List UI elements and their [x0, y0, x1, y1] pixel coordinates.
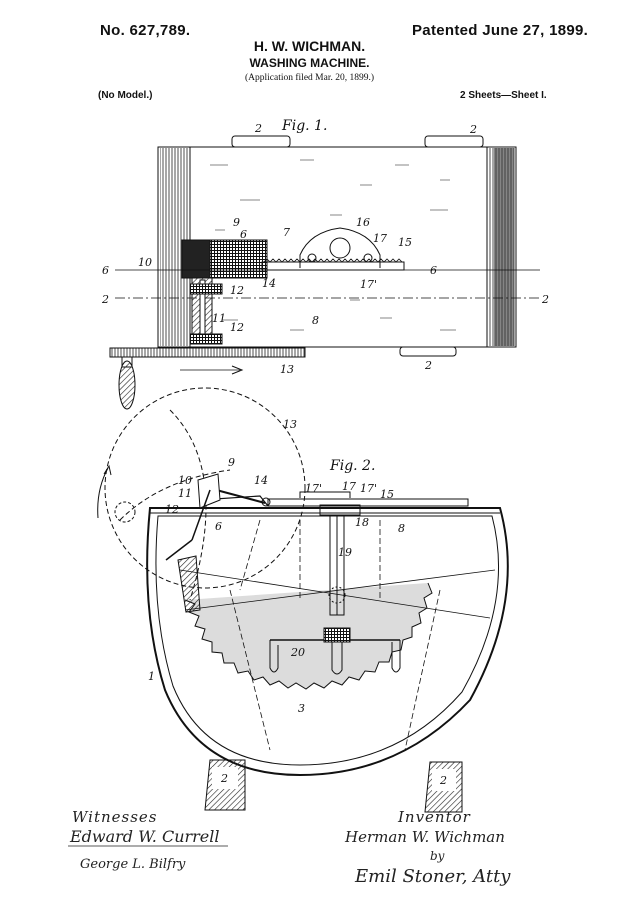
ref-2-bottom: 2	[424, 359, 432, 372]
witness-1-signature: Edward W. Currell	[69, 827, 220, 846]
ref-14-fig2: 14	[254, 474, 268, 487]
figure-2	[97, 387, 509, 813]
ref-7: 7	[283, 226, 290, 239]
witness-2-signature: George L. Bilfry	[80, 857, 186, 872]
drive-gear-13	[109, 347, 306, 358]
ref-12-lower: 12	[230, 321, 244, 334]
ref-15: 15	[398, 236, 412, 249]
ref-19: 19	[338, 546, 352, 559]
ref-14: 14	[262, 277, 276, 290]
witnesses-label: Witnesses	[72, 808, 158, 826]
ref-13: 13	[280, 363, 294, 376]
ref-2-top-right: 2	[469, 123, 477, 136]
ref-12-upper: 12	[230, 284, 244, 297]
figure-1	[109, 135, 540, 410]
sheet-number: 2 Sheets—Sheet I.	[460, 90, 547, 101]
ref-8: 8	[312, 314, 319, 327]
inventor-signature: Herman W. Wichman	[344, 828, 505, 846]
ref-15-fig2: 15	[380, 488, 394, 501]
ref-20: 20	[290, 646, 305, 659]
ref-16: 16	[356, 216, 370, 229]
ref-13-fig2: 13	[283, 418, 297, 431]
ref-17: 17	[373, 232, 387, 245]
ref-11: 11	[212, 312, 226, 325]
ref-9-fig2: 9	[228, 456, 235, 469]
rack-bar-top	[267, 498, 469, 507]
ref-12-fig2: 12	[165, 503, 179, 516]
ref-9: 9	[233, 216, 240, 229]
ref-2-top: 2	[254, 122, 262, 135]
ref-6-left: 6	[102, 264, 109, 277]
ref-2-leg-left: 2	[220, 772, 228, 785]
patent-date: Patented June 27, 1899.	[412, 22, 589, 39]
inventor-name: H. W. WICHMAN.	[253, 38, 366, 54]
witness-block: Witnesses Edward W. Currell George L. Bi…	[68, 808, 228, 872]
gear-13-outline	[104, 387, 306, 589]
crank-handle	[118, 360, 136, 410]
fig2-label: Fig. 2.	[329, 458, 375, 474]
ref-2-right: 2	[541, 293, 549, 306]
ref-18: 18	[355, 516, 369, 529]
patent-number: No. 627,789.	[100, 22, 191, 39]
ref-17p-a: 17'	[305, 482, 322, 495]
ref-17-fig2: 17	[342, 480, 356, 493]
ref-11-fig2: 11	[178, 487, 192, 500]
application-filed: (Application filed Mar. 20, 1899.)	[244, 73, 374, 83]
tub-body-section	[146, 507, 509, 777]
ref-17-prime: 17'	[360, 278, 377, 291]
ref-6-upper: 6	[240, 228, 247, 241]
ref-6-fig2: 6	[215, 520, 222, 533]
inventor-label: Inventor	[397, 808, 471, 826]
ref-1: 1	[148, 670, 155, 683]
ref-10: 10	[138, 256, 152, 269]
inventor-block: Inventor Herman W. Wichman by Emil Stone…	[344, 808, 511, 887]
fig1-label: Fig. 1.	[281, 118, 327, 134]
ref-10-fig2: 10	[178, 474, 192, 487]
ref-3: 3	[298, 702, 305, 715]
attorney-signature: Emil Stoner, Atty	[354, 866, 511, 887]
no-model-note: (No Model.)	[98, 90, 153, 101]
tub-body-plan	[157, 146, 517, 348]
by-label: by	[430, 849, 445, 863]
rack-bar	[261, 261, 405, 271]
ref-2-left: 2	[101, 293, 109, 306]
washboard-teeth	[184, 582, 433, 690]
ref-8-fig2: 8	[398, 522, 405, 535]
ref-17p-b: 17'	[360, 482, 377, 495]
ref-6-right: 6	[430, 264, 437, 277]
ref-2-leg-right: 2	[439, 774, 447, 787]
rack-guide-bracket	[299, 227, 381, 268]
patent-title: WASHING MACHINE.	[249, 56, 370, 70]
